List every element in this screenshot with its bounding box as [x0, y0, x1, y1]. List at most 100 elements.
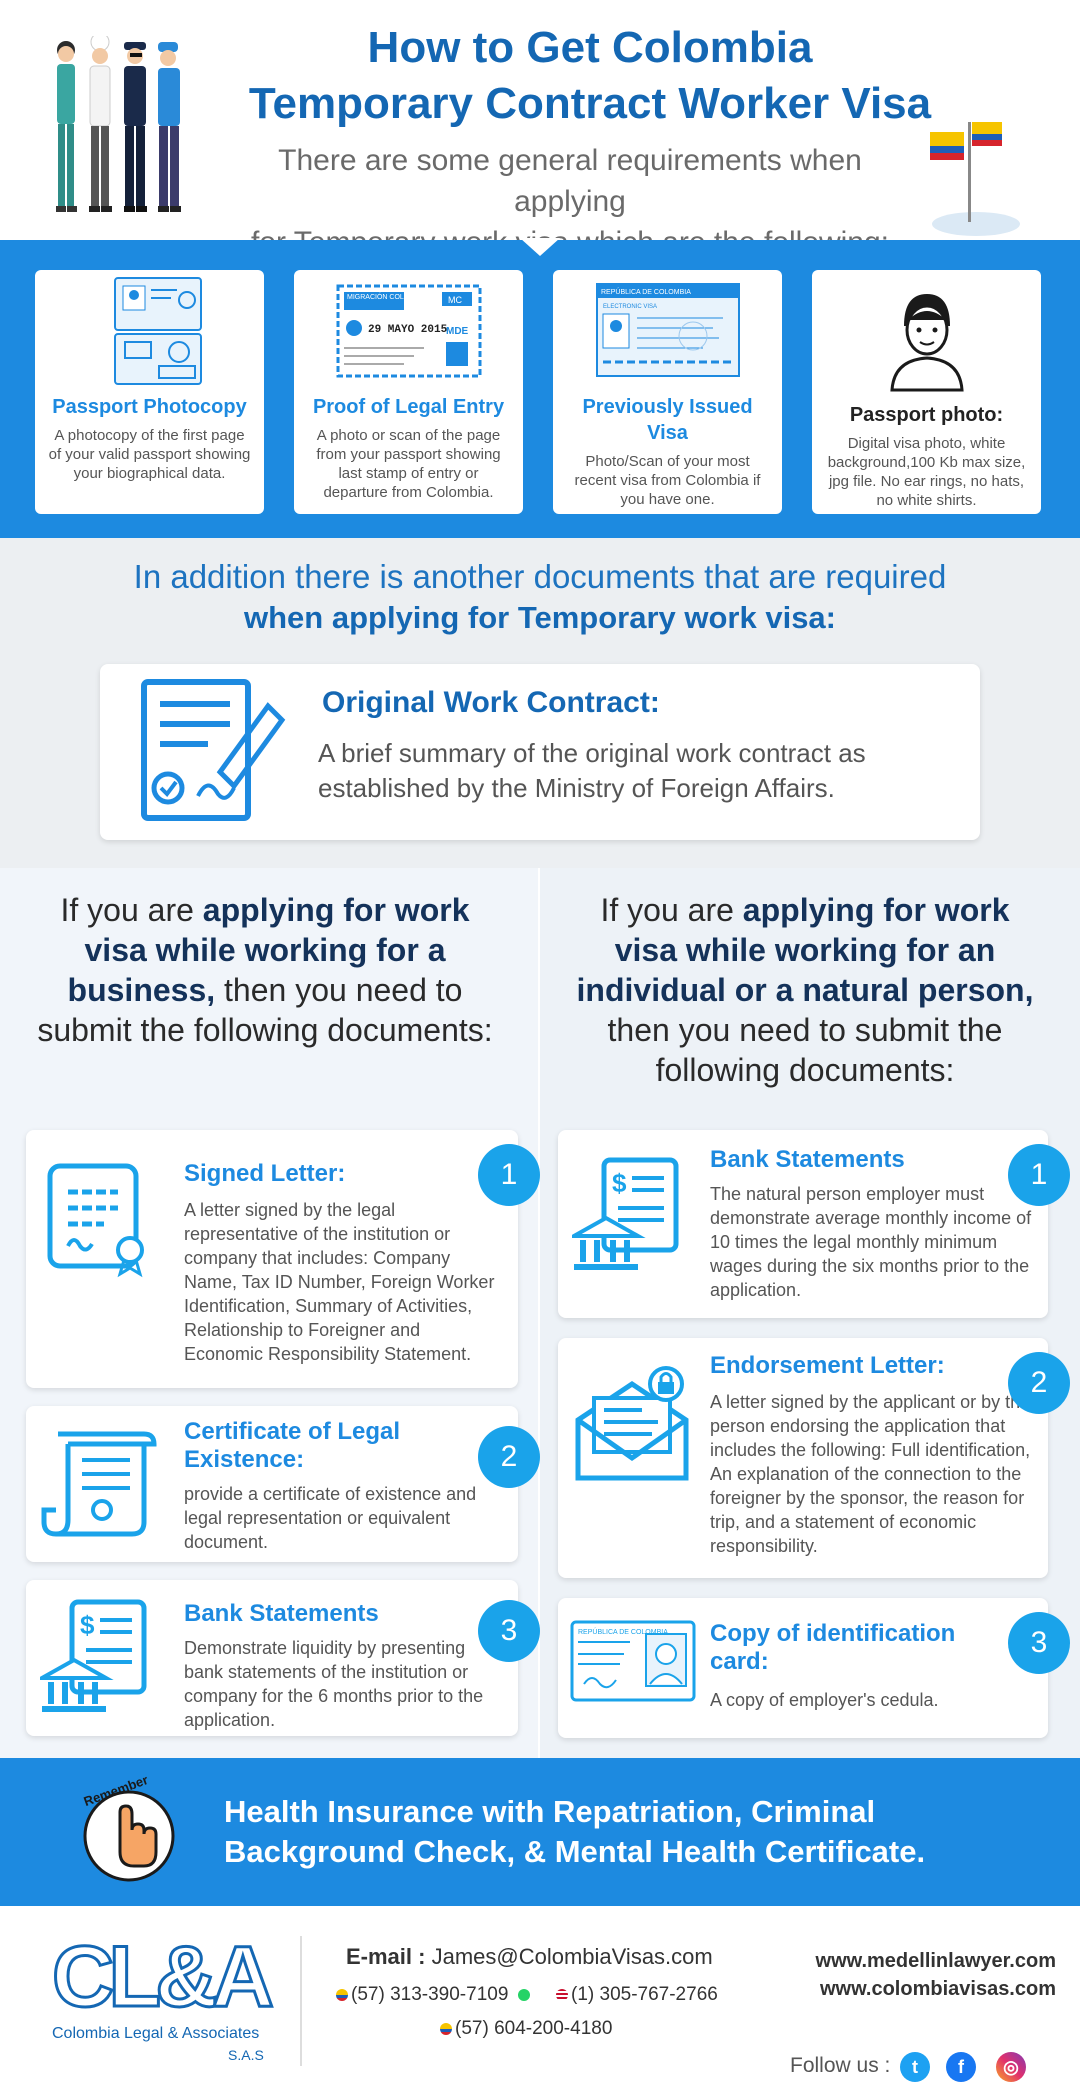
step-number-badge: 2: [1008, 1352, 1070, 1414]
requirement-desc: A photocopy of the first page of your va…: [48, 427, 251, 482]
item-desc: A letter signed by the legal representat…: [184, 1200, 495, 1364]
additional-section: In addition there is another documents t…: [0, 538, 1080, 868]
id-card-header: REPÚBLICA DE COLOMBIA: [578, 1627, 668, 1636]
subtitle-line-1: There are some general requirements when…: [278, 144, 862, 218]
step-number-badge: 1: [1008, 1144, 1070, 1206]
envelope-lock-icon: [575, 1366, 689, 1481]
requirement-title: Previously Issued Visa: [582, 396, 753, 444]
step-number-badge: 2: [478, 1426, 540, 1488]
company-logo: CL&A Colombia Legal & Associates S.A.S: [51, 1928, 276, 2064]
phone-text: (57) 313-390-7109: [351, 1984, 509, 2005]
person-photo-icon: [889, 294, 964, 392]
instagram-icon[interactable]: ◎: [996, 2052, 1026, 2082]
colombia-flag-icon: [930, 122, 1020, 236]
remember-text: Health Insurance with Repatriation, Crim…: [224, 1794, 926, 1869]
page-title: How to Get Colombia Temporary Contract W…: [200, 20, 980, 132]
visa-header: REPÚBLICA DE COLOMBIA: [601, 287, 691, 296]
colombia-flag-icon: [440, 2022, 452, 2035]
title-line-1: How to Get Colombia: [367, 23, 813, 72]
email-label: E-mail :: [346, 1944, 426, 1969]
phone-colombia[interactable]: (57) 313-390-7109: [336, 1984, 533, 2006]
requirement-card-legal-entry: MIGRACIÓN COLOMBIA MC 29 MAYO 2015 MDE P…: [294, 270, 523, 514]
contract-title: Original Work Contract:: [322, 686, 660, 719]
whatsapp-icon: [517, 1988, 530, 2001]
usa-flag-icon: [556, 1988, 568, 2001]
individual-heading-pre: If you are: [600, 892, 743, 928]
item-desc: provide a certificate of existence and l…: [184, 1484, 477, 1552]
individual-item-id-card: REPÚBLICA DE COLOMBIA Copy of identifica…: [558, 1598, 1070, 1738]
additional-heading-line-2: when applying for Temporary work visa:: [244, 600, 836, 635]
svg-text:$: $: [612, 1168, 627, 1198]
phone-colombia-landline[interactable]: (57) 604-200-4180: [440, 2018, 612, 2040]
contract-pen-icon: [141, 679, 286, 821]
requirements-section: Passport Photocopy A photocopy of the fi…: [0, 238, 1080, 538]
item-title: Bank Statements: [710, 1146, 905, 1173]
phone-text: (1) 305-767-2766: [571, 1984, 718, 2005]
business-item-legal-existence: Certificate of Legal Existence: provide …: [26, 1406, 540, 1562]
colombia-flag-icon: [336, 1988, 348, 2001]
follow-us-label: Follow us :: [790, 2054, 891, 2077]
logo-company: Colombia Legal & Associates: [52, 2025, 259, 2042]
scroll-certificate-icon: [41, 1431, 157, 1537]
business-column-heading: If you are applying for work visa while …: [30, 890, 500, 1050]
requirement-card-passport-photo: Passport photo: Digital visa photo, whit…: [812, 270, 1041, 514]
requirement-desc: A photo or scan of the page from your pa…: [316, 427, 501, 501]
remember-finger-icon: Remember: [82, 1776, 175, 1882]
business-item-bank-statements: $ Bank Statements Demonstrate liquidity …: [26, 1580, 540, 1736]
phone-usa[interactable]: (1) 305-767-2766: [556, 1984, 718, 2006]
requirement-title: Passport Photocopy: [52, 396, 247, 418]
requirement-desc: Photo/Scan of your most recent visa from…: [574, 453, 761, 508]
item-desc: The natural person employer must demonst…: [710, 1184, 1032, 1300]
contract-desc: A brief summary of the original work con…: [318, 738, 866, 803]
individual-heading-bold: applying for work visa while working for…: [576, 892, 1034, 1008]
step-number-badge: 1: [478, 1144, 540, 1206]
website-link-medellinlawyer[interactable]: www.medellinlawyer.com: [815, 1950, 1056, 1972]
item-title: Certificate of Legal Existence:: [184, 1418, 401, 1473]
individual-item-endorsement-letter: Endorsement Letter: A letter signed by t…: [558, 1338, 1070, 1578]
work-contract-card: Original Work Contract: A brief summary …: [100, 664, 980, 840]
item-desc: A copy of employer's cedula.: [710, 1690, 939, 1710]
individual-heading-post: then you need to submit the following do…: [607, 1012, 1003, 1088]
visa-icon: REPÚBLICA DE COLOMBIA ELECTRONIC VISA: [595, 283, 740, 377]
facebook-icon[interactable]: f: [946, 2052, 976, 2082]
individual-column: If you are applying for work visa while …: [540, 868, 1080, 1758]
step-number-badge: 3: [1008, 1612, 1070, 1674]
additional-heading-line-1: In addition there is another documents t…: [133, 558, 947, 595]
item-title: Endorsement Letter:: [710, 1352, 945, 1379]
footer-divider: [300, 1936, 302, 2066]
passport-icon: [113, 277, 202, 385]
svg-text:$: $: [80, 1610, 95, 1640]
business-heading-bold: applying for work visa while working for…: [67, 892, 470, 1008]
item-title: Signed Letter:: [184, 1160, 346, 1187]
stamp-code: MC: [448, 295, 462, 305]
entry-stamp-icon: MIGRACIÓN COLOMBIA MC 29 MAYO 2015 MDE: [336, 284, 481, 378]
stamp-header: MIGRACIÓN COLOMBIA: [347, 292, 427, 301]
stamp-city: MDE: [446, 326, 469, 337]
business-column: If you are applying for work visa while …: [0, 868, 540, 1758]
item-desc: A letter signed by the applicant or by t…: [710, 1392, 1031, 1556]
twitter-icon[interactable]: t: [900, 2052, 930, 2082]
phone-text: (57) 604-200-4180: [455, 2018, 613, 2039]
logo-suffix: S.A.S: [228, 2047, 264, 2063]
footer: CL&A Colombia Legal & Associates S.A.S E…: [0, 1906, 1080, 2093]
business-item-signed-letter: Signed Letter: A letter signed by the le…: [26, 1130, 540, 1388]
header: How to Get Colombia Temporary Contract W…: [0, 0, 1080, 259]
business-heading-pre: If you are: [60, 892, 203, 928]
item-desc: Demonstrate liquidity by presenting bank…: [184, 1638, 484, 1730]
requirement-card-passport-photocopy: Passport Photocopy A photocopy of the fi…: [35, 270, 264, 514]
email-link[interactable]: James@ColombiaVisas.com: [431, 1944, 713, 1969]
requirement-title: Proof of Legal Entry: [312, 396, 505, 418]
website-link-colombiavisas[interactable]: www.colombiavisas.com: [819, 1978, 1056, 2000]
title-line-2: Temporary Contract Worker Visa: [248, 79, 932, 128]
individual-item-bank-statements: $ Bank Statements The natural person emp…: [558, 1130, 1070, 1318]
workers-illustration: [56, 36, 181, 212]
step-number-badge: 3: [478, 1600, 540, 1662]
remember-banner: Remember Health Insurance with Repatriat…: [0, 1758, 1080, 1906]
footer-email: E-mail : James@ColombiaVisas.com: [346, 1944, 713, 1970]
stamp-date: 29 MAYO 2015: [368, 324, 448, 336]
requirement-title: Passport photo:: [849, 404, 1004, 426]
business-heading-post: then you need to submit the following do…: [37, 972, 493, 1048]
certificate-letter-icon: [47, 1163, 144, 1278]
id-card-icon: REPÚBLICA DE COLOMBIA: [570, 1620, 696, 1702]
